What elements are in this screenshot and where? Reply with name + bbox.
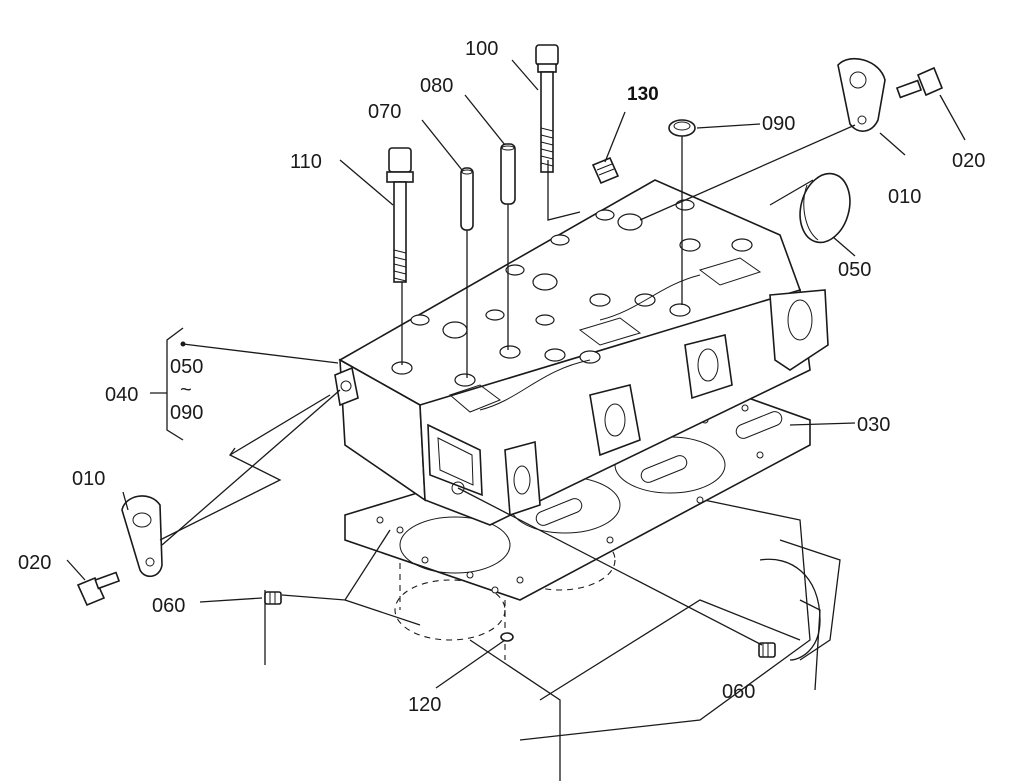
label-010-right: 010 <box>888 186 921 208</box>
oring-120 <box>500 632 514 642</box>
label-040-tilde: ~ <box>180 379 192 401</box>
label-040: 040 <box>105 384 138 406</box>
label-090-top: 090 <box>762 113 795 135</box>
label-130: 130 <box>627 84 659 105</box>
label-030: 030 <box>857 414 890 436</box>
plug-050 <box>799 172 851 244</box>
bolt-020-right <box>895 66 944 99</box>
bracket-010-right <box>837 57 886 132</box>
bolt-100 <box>535 44 559 173</box>
part-labels: 100 080 130 070 090 110 010 020 050 040 … <box>18 38 985 716</box>
bracket-010-left <box>121 495 163 578</box>
label-110: 110 <box>290 151 322 173</box>
label-050-right: 050 <box>838 259 871 281</box>
head-top-features <box>391 199 753 387</box>
dowel-080 <box>500 143 516 205</box>
label-010-left: 010 <box>72 468 105 490</box>
bolt-110 <box>386 147 414 283</box>
label-020-left: 020 <box>18 552 51 574</box>
engine-block <box>264 469 841 781</box>
label-070: 070 <box>368 101 401 123</box>
label-020-right: 020 <box>952 150 985 172</box>
plug-060-right <box>758 642 776 658</box>
plug-130 <box>591 156 620 185</box>
bolt-020-left <box>76 571 121 607</box>
label-060-right: 060 <box>722 681 755 703</box>
dowel-070 <box>460 167 474 231</box>
label-080: 080 <box>420 75 453 97</box>
label-060-left: 060 <box>152 595 185 617</box>
plug-060-left <box>264 591 282 605</box>
cap-090 <box>668 119 696 137</box>
leader-lines <box>66 59 966 689</box>
label-040-from: 050 <box>170 356 203 378</box>
label-040-to: 090 <box>170 402 203 424</box>
cylinder-head <box>334 179 829 526</box>
label-120: 120 <box>408 694 441 716</box>
label-100: 100 <box>465 38 498 60</box>
